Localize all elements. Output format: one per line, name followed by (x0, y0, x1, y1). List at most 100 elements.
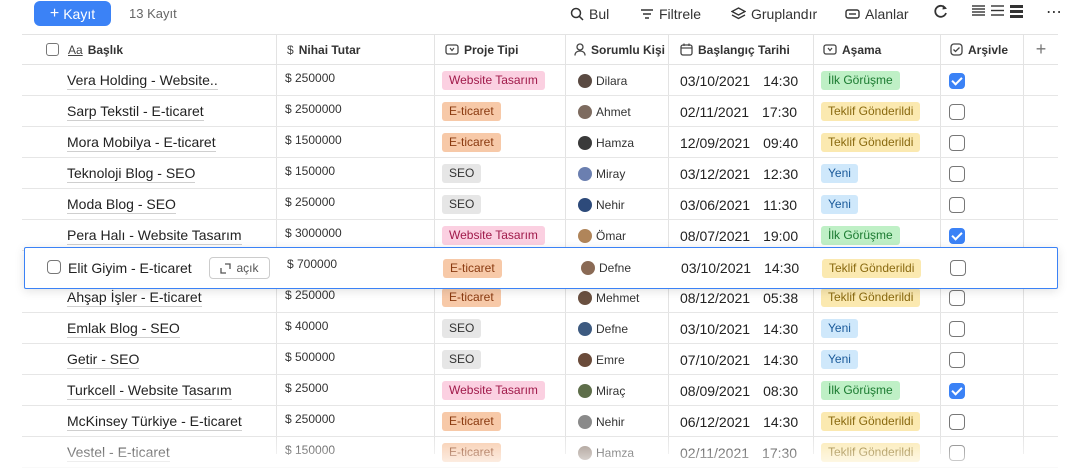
row-title[interactable]: Pera Halı - Website Tasarım (67, 226, 242, 245)
stage-cell[interactable]: Teklif Gönderildi (821, 96, 921, 127)
amount-cell[interactable]: $ 2500000 (285, 102, 342, 116)
row-title-cell[interactable]: Emlak Blog - SEO (67, 313, 180, 344)
row-title[interactable]: Ahşap İşler - E-ticaret (67, 288, 202, 307)
column-header-date[interactable]: Başlangıç Tarihi (669, 34, 813, 65)
row-title[interactable]: Vera Holding - Website.. (67, 71, 218, 90)
type-cell[interactable]: E-ticaret (442, 406, 501, 437)
archive-cell[interactable] (949, 96, 965, 127)
row-title[interactable]: McKinsey Türkiye - E-ticaret (67, 412, 242, 431)
archive-cell[interactable] (949, 282, 965, 313)
type-cell[interactable]: SEO (442, 189, 482, 220)
row-title-cell[interactable]: Getir - SEO (67, 344, 140, 375)
person-cell[interactable]: Nehir (578, 189, 625, 220)
row-height-button[interactable] (972, 4, 1024, 23)
archive-checkbox[interactable] (949, 227, 965, 244)
row-title-cell[interactable]: Sarp Tekstil - E-ticaret (67, 96, 204, 127)
stage-cell[interactable]: Yeni (821, 344, 858, 375)
type-cell[interactable]: E-ticaret (442, 282, 501, 313)
amount-cell[interactable]: $ 250000 (285, 195, 336, 209)
type-cell[interactable]: E-ticaret (442, 127, 501, 158)
table-row[interactable]: Getir - SEO $ 500000 SEO Emre 07/10/2021… (22, 344, 1058, 375)
row-title-cell[interactable]: Teknoloji Blog - SEO (67, 158, 196, 189)
row-title-cell[interactable]: Mora Mobilya - E-ticaret (67, 127, 216, 158)
row-title[interactable]: Teknoloji Blog - SEO (67, 164, 196, 183)
table-row[interactable]: Moda Blog - SEO $ 250000 SEO Nehir 03/06… (22, 189, 1058, 220)
stage-cell[interactable]: Yeni (821, 313, 858, 344)
person-cell[interactable]: Emre (578, 344, 625, 375)
row-title-cell[interactable]: Vera Holding - Website.. (67, 65, 218, 96)
archive-checkbox[interactable] (949, 382, 965, 399)
archive-checkbox[interactable] (949, 72, 965, 89)
archive-cell[interactable] (949, 220, 965, 251)
stage-cell[interactable]: Yeni (821, 189, 858, 220)
row-select-checkbox[interactable] (47, 260, 61, 274)
date-cell[interactable]: 03/10/2021 14:30 (681, 248, 799, 288)
stage-cell[interactable]: Teklif Gönderildi (821, 282, 921, 313)
amount-cell[interactable]: $ 25000 (285, 381, 329, 395)
stage-cell[interactable]: Teklif Gönderildi (821, 406, 921, 437)
archive-checkbox[interactable] (949, 413, 965, 430)
archive-cell[interactable] (949, 313, 965, 344)
amount-cell[interactable]: $ 250000 (285, 288, 336, 302)
archive-cell[interactable] (949, 375, 965, 406)
column-header-stage[interactable]: Aşama (814, 34, 940, 65)
stage-cell[interactable]: İlk Görüşme (821, 375, 900, 406)
stage-cell[interactable]: Teklif Gönderildi (822, 248, 922, 288)
archive-checkbox[interactable] (950, 260, 966, 276)
amount-cell[interactable]: $ 700000 (287, 257, 338, 271)
person-cell[interactable]: Defne (578, 313, 628, 344)
table-row[interactable]: Teknoloji Blog - SEO $ 150000 SEO Miray … (22, 158, 1058, 189)
row-title-cell[interactable]: Ahşap İşler - E-ticaret (67, 282, 202, 313)
type-cell[interactable]: Website Tasarım (442, 375, 545, 406)
person-cell[interactable]: Miray (578, 158, 625, 189)
table-row[interactable]: Turkcell - Website Tasarım $ 25000 Websi… (22, 375, 1058, 406)
person-cell[interactable]: Dilara (578, 65, 627, 96)
table-row[interactable]: Pera Halı - Website Tasarım $ 3000000 We… (22, 220, 1058, 251)
row-title[interactable]: Getir - SEO (67, 350, 140, 369)
row-title[interactable]: Sarp Tekstil - E-ticaret (67, 102, 204, 121)
row-title-cell[interactable]: Moda Blog - SEO (67, 189, 176, 220)
amount-cell[interactable]: $ 250000 (285, 412, 336, 426)
add-record-button[interactable]: + Kayıt (34, 1, 111, 26)
type-cell[interactable]: E-ticaret (443, 248, 502, 288)
archive-checkbox[interactable] (949, 165, 965, 182)
stage-cell[interactable]: Teklif Gönderildi (821, 127, 921, 158)
archive-checkbox[interactable] (949, 196, 965, 213)
archive-cell[interactable] (949, 406, 965, 437)
add-column-button[interactable]: + (1024, 34, 1058, 65)
archive-cell[interactable] (950, 248, 966, 288)
column-header-title[interactable]: Aa Başlık (22, 34, 276, 65)
expand-row-button[interactable]: açık (209, 257, 270, 279)
person-cell[interactable]: Miraç (578, 375, 625, 406)
row-title[interactable]: Moda Blog - SEO (67, 195, 176, 214)
table-row[interactable]: Mora Mobilya - E-ticaret $ 1500000 E-tic… (22, 127, 1058, 158)
type-cell[interactable]: SEO (442, 344, 482, 375)
stage-cell[interactable]: Yeni (821, 158, 858, 189)
stage-cell[interactable]: İlk Görüşme (821, 65, 900, 96)
archive-cell[interactable] (949, 65, 965, 96)
refresh-button[interactable] (933, 4, 948, 24)
row-title[interactable]: Mora Mobilya - E-ticaret (67, 133, 216, 152)
column-header-archive[interactable]: Arşivle (941, 34, 1023, 65)
archive-checkbox[interactable] (949, 289, 965, 306)
person-cell[interactable]: Nehir (578, 406, 625, 437)
amount-cell[interactable]: $ 500000 (285, 350, 336, 364)
more-button[interactable]: ⋯ (1046, 2, 1062, 22)
person-cell[interactable]: Ömar (578, 220, 626, 251)
person-cell[interactable]: Defne (581, 248, 631, 288)
table-row[interactable]: McKinsey Türkiye - E-ticaret $ 250000 E-… (22, 406, 1058, 437)
archive-checkbox[interactable] (949, 103, 965, 120)
type-cell[interactable]: E-ticaret (442, 96, 501, 127)
person-cell[interactable]: Mehmet (578, 282, 639, 313)
archive-checkbox[interactable] (949, 134, 965, 151)
archive-checkbox[interactable] (949, 320, 965, 337)
select-all-checkbox[interactable] (46, 43, 59, 56)
type-cell[interactable]: SEO (442, 313, 482, 344)
